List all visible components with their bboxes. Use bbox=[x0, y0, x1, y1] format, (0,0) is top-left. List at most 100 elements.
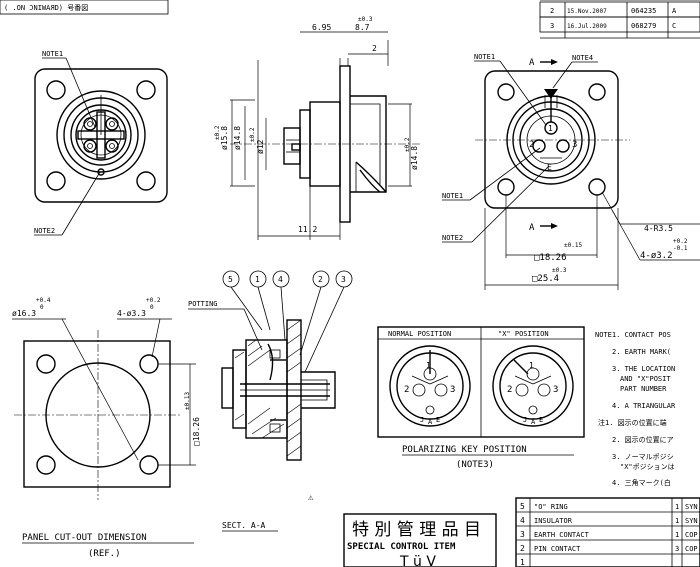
dim-dia-12-tolerance: ±0.2 bbox=[249, 127, 256, 142]
note-line: 4. 三角マーク(白 bbox=[612, 478, 671, 487]
notes-block: NOTE1. CONTACT POS 2. EARTH MARK( 3. THE… bbox=[595, 331, 676, 487]
note-line: AND "X"POSIT bbox=[620, 375, 671, 383]
part-material: SYN bbox=[685, 503, 698, 511]
dim-8-7: 8.7 bbox=[355, 23, 370, 32]
dim-4-r3-5: 4-R3.5 bbox=[644, 224, 673, 233]
dim-8-7-tolerance: ±0.3 bbox=[358, 16, 373, 23]
revision-table: 2 15.Nov.2007 064235 A 3 16.Jul.2009 068… bbox=[539, 0, 700, 39]
polarizing-key-view: NORMAL POSITION "X" POSITION 1 2 3 J A E bbox=[377, 326, 585, 470]
mark-a: A bbox=[428, 418, 433, 426]
part-number: 2 bbox=[520, 544, 525, 553]
part-name: EARTH CONTACT bbox=[534, 531, 590, 539]
mark-e: E bbox=[539, 416, 543, 424]
section-a-a-view: POTTING 5 1 4 2 3 bbox=[188, 270, 353, 532]
pin-label-2: 2 bbox=[529, 140, 534, 150]
dim-18-26-panel-tolerance: ±0.13 bbox=[184, 392, 191, 410]
dim-11-2: 11.2 bbox=[298, 225, 317, 234]
dim-dia-15-8: ø15.8 bbox=[220, 126, 229, 150]
balloon: 4 bbox=[272, 270, 290, 288]
note1-top-callout: NOTE1 bbox=[474, 53, 495, 61]
triangle-mark-icon bbox=[544, 89, 558, 99]
revision-row-mark: A bbox=[672, 7, 677, 15]
dim-dia-16-3-tolerance-upper: +0.4 bbox=[36, 297, 51, 304]
balloon: 2 bbox=[312, 270, 330, 288]
arrow-right-icon bbox=[551, 59, 558, 65]
part-number: 1 bbox=[520, 558, 525, 567]
dim-6-95: 6.95 bbox=[312, 23, 331, 32]
note4-callout: NOTE4 bbox=[572, 54, 593, 62]
table-row: 4 INSULATOR 1 SYN bbox=[520, 516, 698, 525]
dim-25-4-tolerance: ±0.3 bbox=[552, 267, 567, 274]
polarizing-subtitle: (NOTE3) bbox=[456, 460, 494, 470]
note-line: 2. EARTH MARK( bbox=[612, 348, 671, 356]
dim-dia-16-3-tolerance-lower: 0 bbox=[40, 304, 44, 311]
balloon-5: 5 bbox=[228, 275, 233, 284]
dim-4-dia-3-3: 4-ø3.3 bbox=[117, 309, 146, 318]
balloon-1: 1 bbox=[255, 275, 260, 284]
pin-label-1: 1 bbox=[548, 124, 553, 133]
x-position-diagram: 1 2 3 J A E bbox=[492, 345, 574, 427]
normal-position-label: NORMAL POSITION bbox=[388, 330, 451, 338]
dim-18-26: □18.26 bbox=[534, 253, 567, 263]
special-control-jp: 特 別 管 理 品 目 bbox=[352, 520, 481, 540]
revision-row-date: 16.Jul.2009 bbox=[567, 23, 607, 30]
note2-callout: NOTE2 bbox=[34, 227, 55, 235]
part-material: COP bbox=[685, 531, 698, 539]
parts-list-table: 5 "O" RING 1 SYN 4 INSULATOR 1 SYN 3 EAR… bbox=[515, 497, 700, 567]
part-material: SYN bbox=[685, 517, 698, 525]
part-number: 5 bbox=[520, 502, 525, 511]
part-qty: 1 bbox=[675, 517, 679, 525]
revision-row-number: 068279 bbox=[631, 22, 656, 30]
balloon-4: 4 bbox=[278, 275, 283, 284]
dim-3-2-tolerance-upper: +0.2 bbox=[673, 238, 688, 245]
note2-side-callout: NOTE2 bbox=[442, 234, 463, 242]
part-material: COP bbox=[685, 545, 698, 553]
balloon: 5 bbox=[222, 270, 240, 288]
part-name: PIN CONTACT bbox=[534, 545, 581, 553]
panel-cutout-title: PANEL CUT-OUT DIMENSION bbox=[22, 533, 147, 543]
dim-dia-14-8-right: ø14.8 bbox=[410, 146, 419, 170]
revision-row-rev: 2 bbox=[550, 7, 554, 15]
mark-e: E bbox=[436, 416, 440, 424]
table-row: 1 bbox=[520, 558, 525, 567]
balloon-3: 3 bbox=[341, 275, 346, 284]
panel-cutout-view: ø16.3 +0.4 0 4-ø3.3 +0.2 0 □18.26 ±0.13 … bbox=[12, 297, 201, 559]
note-line: "X"ポジションは bbox=[620, 463, 675, 471]
side-view: 6.95 ±0.3 8.7 2 ø15.8 ±0.2 ø14.8 ø12 ±0.… bbox=[214, 16, 420, 240]
panel-cutout-subtitle: (REF.) bbox=[88, 549, 121, 559]
part-name: INSULATOR bbox=[534, 517, 573, 525]
note-line: PART NUMBER bbox=[620, 385, 667, 393]
pin-2: 2 bbox=[507, 385, 512, 395]
part-name: "O" RING bbox=[534, 503, 568, 511]
dim-18-26-tolerance: ±0.15 bbox=[564, 242, 582, 249]
pin-label-3: 3 bbox=[572, 140, 577, 150]
dim-dia-12: ø12 bbox=[256, 139, 265, 154]
table-row: 2 PIN CONTACT 3 COP bbox=[520, 544, 698, 553]
front-view-right: 1 2 3 E NOTE1 A NOTE4 NOTE1 NOTE2 A 4-R3… bbox=[442, 53, 700, 290]
section-title: SECT. A-A bbox=[222, 521, 266, 530]
dim-dia-16-3: ø16.3 bbox=[12, 309, 36, 318]
balloon: 1 bbox=[249, 270, 267, 288]
revision-row-mark: C bbox=[672, 22, 676, 30]
potting-label: POTTING bbox=[188, 300, 218, 308]
section-a-top: A bbox=[529, 58, 535, 68]
drawing-number-box: ( .ON ƆNIWAЯD) 号番図 bbox=[0, 0, 169, 15]
note-line: NOTE1. CONTACT POS bbox=[595, 331, 671, 339]
balloon: 3 bbox=[335, 270, 353, 288]
mark-j: J bbox=[420, 416, 424, 424]
part-qty: 1 bbox=[675, 531, 679, 539]
tuv-mark: T ü V bbox=[399, 554, 436, 567]
revision-row-rev: 3 bbox=[550, 22, 554, 30]
dim-dia-15-8-tolerance: ±0.2 bbox=[214, 125, 221, 140]
front-view-left: NOTE1 NOTE2 bbox=[34, 50, 168, 236]
note1-side-callout: NOTE1 bbox=[442, 192, 463, 200]
normal-position-diagram: 1 2 3 J A E bbox=[389, 345, 471, 427]
section-a-bottom: A bbox=[529, 223, 535, 233]
arrow-right-icon bbox=[551, 223, 558, 229]
mark-j: J bbox=[523, 416, 527, 424]
dim-25-4: □25.4 bbox=[532, 274, 559, 284]
note-line: 3. THE LOCATION bbox=[612, 365, 675, 373]
dim-3-2-tolerance-lower: -0.1 bbox=[673, 245, 688, 252]
dim-3-3-tolerance-upper: +0.2 bbox=[146, 297, 161, 304]
